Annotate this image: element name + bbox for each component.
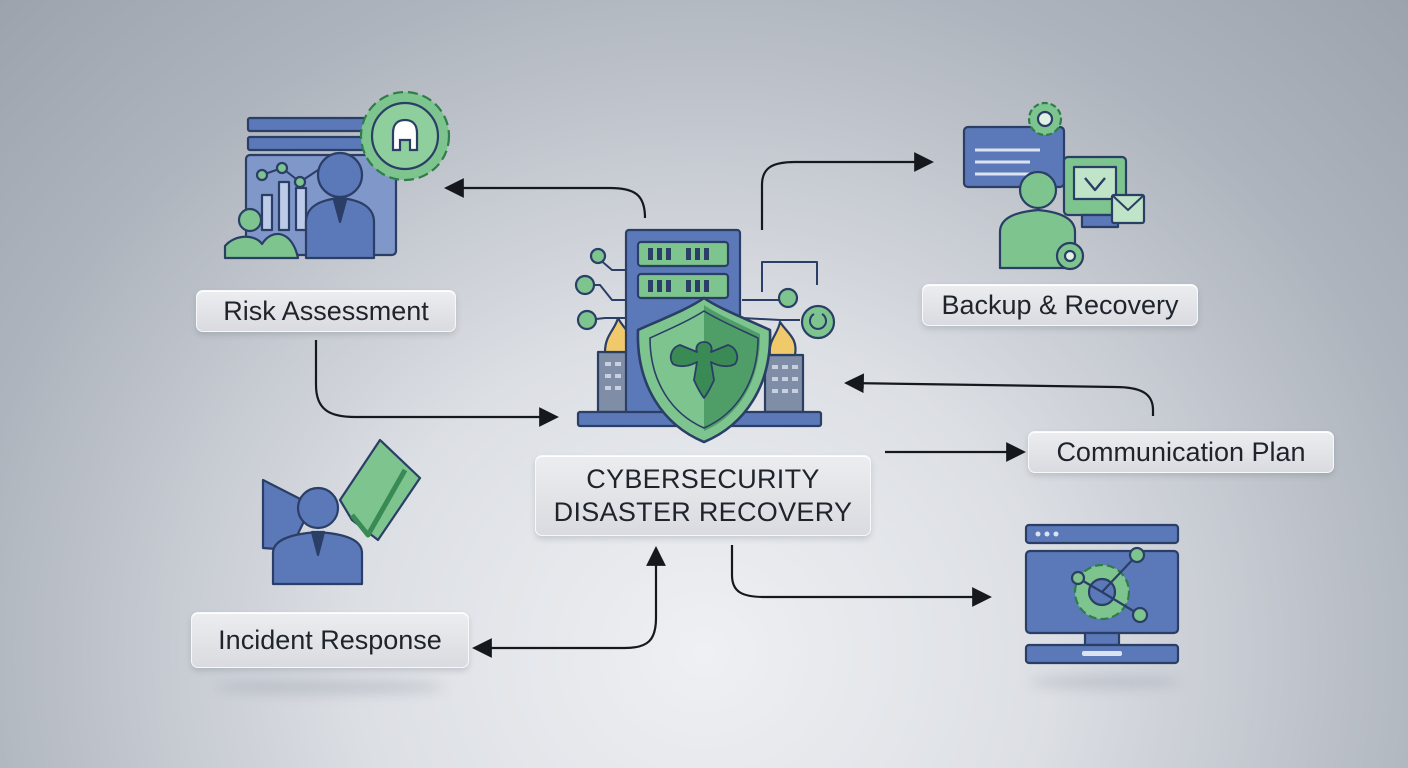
incident-response-label: Incident Response [191, 612, 469, 668]
arrow-center-to-restore [730, 545, 992, 607]
arrow-center-to-backup [760, 152, 934, 230]
incident-response-text: Incident Response [218, 624, 442, 655]
center-title-line1: CYBERSECURITY [586, 464, 820, 495]
arrow-comm-to-center [844, 373, 1155, 416]
communication-plan-label: Communication Plan [1028, 431, 1334, 473]
communication-plan-text: Communication Plan [1056, 436, 1306, 467]
analyst-dashboard-gear-icon [223, 116, 398, 260]
arrow-center-to-risk [444, 178, 647, 219]
restore-ground-shadow [1030, 676, 1180, 688]
presenter-checkmark-icon [261, 438, 422, 586]
arrow-risk-to-center [314, 340, 559, 427]
incident-ground-shadow [215, 680, 445, 694]
risk-assessment-text: Risk Assessment [223, 295, 429, 326]
backup-recovery-text: Backup & Recovery [941, 289, 1179, 320]
server-shield-eagle-icon [574, 228, 836, 444]
arrow-incident-center [472, 546, 666, 658]
center-title-box: CYBERSECURITY DISASTER RECOVERY [535, 455, 871, 536]
risk-assessment-label: Risk Assessment [196, 290, 456, 332]
center-title-line2: DISASTER RECOVERY [553, 496, 853, 527]
monitor-user-gear-mail-icon [962, 101, 1146, 271]
risk-gear-icon [359, 90, 451, 182]
backup-recovery-label: Backup & Recovery [922, 284, 1198, 326]
monitor-network-gear-icon [1024, 523, 1180, 665]
